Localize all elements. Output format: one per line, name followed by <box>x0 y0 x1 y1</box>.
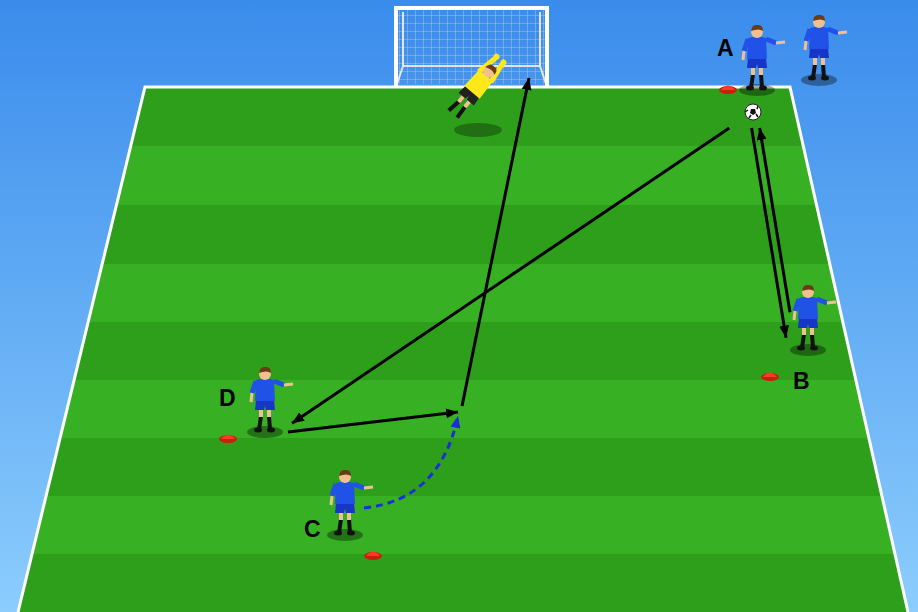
stripe <box>0 554 918 612</box>
goalkeeper <box>446 51 510 137</box>
player-label: D <box>219 386 236 410</box>
cone <box>719 86 737 95</box>
player-label: B <box>793 369 810 393</box>
goal-depth <box>397 12 546 84</box>
pass-arrow <box>292 128 729 423</box>
player-node: D <box>212 340 292 445</box>
keeper-figure <box>446 51 510 121</box>
player-figure <box>790 285 836 356</box>
pass-arrow <box>288 412 458 432</box>
cone <box>761 373 779 382</box>
run-arrow <box>364 416 458 508</box>
shot-arrow <box>462 78 529 406</box>
stripe <box>0 322 918 380</box>
player-label: A <box>717 36 734 60</box>
player-figure <box>327 470 373 541</box>
goal-frame <box>396 8 547 86</box>
player-node: C <box>300 470 385 570</box>
cone <box>219 435 237 444</box>
stripe <box>0 496 918 554</box>
player-figure <box>247 367 293 438</box>
player-label: C <box>304 517 321 541</box>
goal-net <box>397 10 546 84</box>
cone <box>364 552 382 561</box>
keeper-shadow <box>454 123 502 137</box>
player-figure <box>712 10 777 128</box>
pass-arrow <box>760 128 790 312</box>
player-figure <box>739 25 785 96</box>
stripe <box>0 264 918 322</box>
stripe <box>0 146 918 205</box>
pitch-boundary <box>18 87 908 612</box>
stripe <box>0 380 918 438</box>
goal <box>396 8 547 86</box>
cones <box>219 86 779 561</box>
pitch-stripes <box>0 87 918 612</box>
waiting-player <box>801 15 847 86</box>
player-node: A <box>712 10 777 128</box>
pass-arrow <box>752 128 786 338</box>
player-node: B <box>790 270 840 396</box>
ball <box>745 104 761 120</box>
stripe <box>0 438 918 496</box>
